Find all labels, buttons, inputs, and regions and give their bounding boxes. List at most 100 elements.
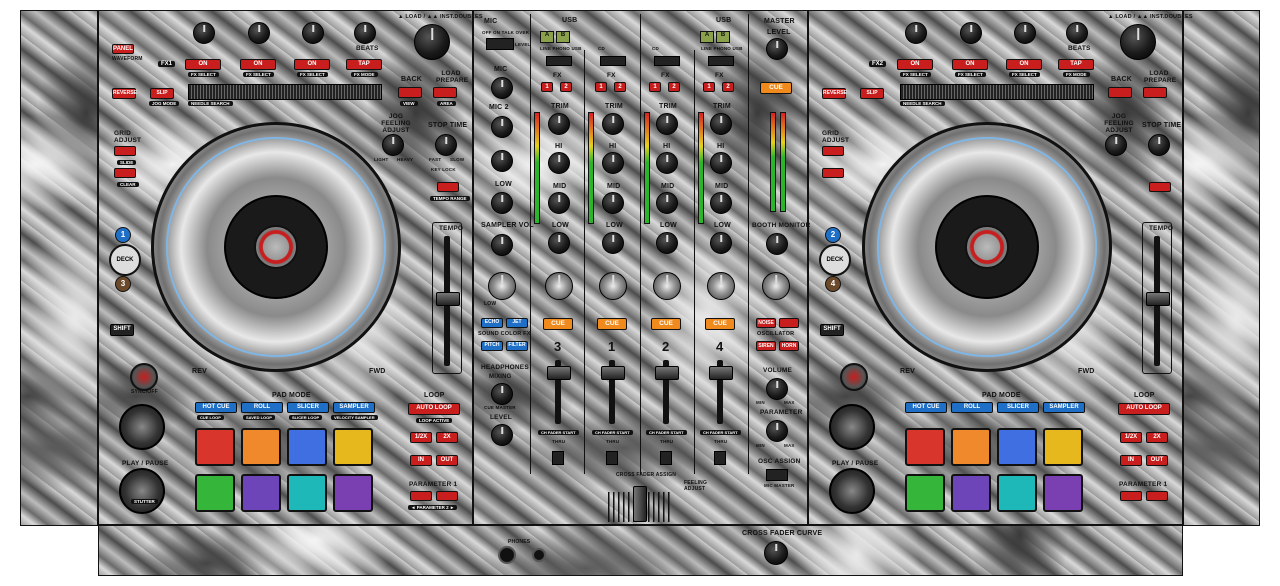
- pad-7[interactable]: [287, 474, 327, 512]
- jet-button[interactable]: JET: [506, 318, 528, 328]
- filter-button[interactable]: FILTER: [506, 341, 528, 351]
- shift-button-right[interactable]: SHIFT: [820, 324, 844, 336]
- mic-low-knob[interactable]: [491, 192, 513, 214]
- grid-adjust-button-right[interactable]: [822, 146, 844, 156]
- jog-feeling-knob-right[interactable]: [1105, 134, 1127, 156]
- ch3-cue-button[interactable]: CUE: [543, 318, 573, 330]
- fx1-on-button-3[interactable]: ON: [294, 59, 330, 70]
- ch1-hi-knob[interactable]: [602, 152, 624, 174]
- parameter-knob[interactable]: [766, 420, 788, 442]
- headphones-mixing-knob[interactable]: [491, 383, 513, 405]
- pad-5[interactable]: [195, 474, 235, 512]
- pad-r1[interactable]: [905, 428, 945, 466]
- ch4-fader-cap[interactable]: [709, 366, 733, 380]
- ch1-trim-knob[interactable]: [602, 113, 624, 135]
- fx2-on-button-3[interactable]: ON: [1006, 59, 1042, 70]
- deck-button[interactable]: DECK: [109, 244, 141, 276]
- ch4-fx2-button[interactable]: 2: [722, 82, 734, 92]
- roll-button[interactable]: ROLL: [241, 402, 283, 413]
- fx2-knob-1[interactable]: [905, 22, 927, 44]
- beats-knob-right[interactable]: [1066, 22, 1088, 44]
- horn-button[interactable]: HORN: [779, 341, 799, 351]
- needle-search-strip-right[interactable]: [900, 84, 1094, 100]
- fx1-on-button-1[interactable]: ON: [185, 59, 221, 70]
- input-switch-3[interactable]: [654, 56, 680, 66]
- sampler-button-right[interactable]: SAMPLER: [1043, 402, 1085, 413]
- headphones-level-knob[interactable]: [491, 424, 513, 446]
- pitch-button[interactable]: PITCH: [481, 341, 503, 351]
- siren-button[interactable]: SIREN: [756, 341, 776, 351]
- grid-adjust-button[interactable]: [114, 146, 136, 156]
- fx2-knob-2[interactable]: [960, 22, 982, 44]
- ch4-assign-switch[interactable]: [714, 451, 726, 465]
- hot-cue-button-right[interactable]: HOT CUE: [905, 402, 947, 413]
- back-button-right[interactable]: [1108, 87, 1132, 98]
- ch3-trim-knob[interactable]: [548, 113, 570, 135]
- double-loop-button-right[interactable]: 2X: [1146, 432, 1168, 443]
- mic-hi-knob[interactable]: [491, 150, 513, 172]
- fx2-knob-3[interactable]: [1014, 22, 1036, 44]
- browse-knob-right[interactable]: [1120, 24, 1156, 60]
- shift-button-left[interactable]: SHIFT: [110, 324, 134, 336]
- pad-r7[interactable]: [997, 474, 1037, 512]
- load-prepare-button-right[interactable]: [1143, 87, 1167, 98]
- slip-button-right[interactable]: SLIP: [860, 88, 884, 99]
- ch1-fx2-button[interactable]: 2: [614, 82, 626, 92]
- input-switch-1[interactable]: [546, 56, 572, 66]
- fx1-knob-1[interactable]: [193, 22, 215, 44]
- ch2-trim-knob[interactable]: [656, 113, 678, 135]
- ch3-hi-knob[interactable]: [548, 152, 570, 174]
- ch1-assign-switch[interactable]: [606, 451, 618, 465]
- half-loop-button-right[interactable]: 1/2X: [1120, 432, 1142, 443]
- crossfader-cap[interactable]: [633, 486, 647, 522]
- grid-slide-button[interactable]: [114, 168, 136, 178]
- ch1-mid-knob[interactable]: [602, 192, 624, 214]
- pad-1[interactable]: [195, 428, 235, 466]
- pad-r8[interactable]: [1043, 474, 1083, 512]
- fx1-knob-3[interactable]: [302, 22, 324, 44]
- sampler-button[interactable]: SAMPLER: [333, 402, 375, 413]
- master-filter-knob[interactable]: [762, 272, 790, 300]
- echo-button[interactable]: ECHO: [481, 318, 503, 328]
- ch3-fx1-button[interactable]: 1: [541, 82, 553, 92]
- double-loop-button[interactable]: 2X: [436, 432, 458, 443]
- pad-4[interactable]: [333, 428, 373, 466]
- stop-time-knob-right[interactable]: [1148, 134, 1170, 156]
- ch1-fader-cap[interactable]: [601, 366, 625, 380]
- pad-r6[interactable]: [951, 474, 991, 512]
- parameter-left-button[interactable]: [410, 491, 432, 501]
- half-loop-button[interactable]: 1/2X: [410, 432, 432, 443]
- parameter-right-button[interactable]: [436, 491, 458, 501]
- fx2-on-button-1[interactable]: ON: [897, 59, 933, 70]
- mic-knob[interactable]: [491, 77, 513, 99]
- play-pause-button-right[interactable]: [829, 468, 875, 514]
- reverse-button-right[interactable]: REVERSE: [822, 88, 847, 99]
- slip-button[interactable]: SLIP: [150, 88, 174, 99]
- sync-button[interactable]: [130, 363, 158, 391]
- ch2-low-knob[interactable]: [656, 232, 678, 254]
- pad-6[interactable]: [241, 474, 281, 512]
- noise-button[interactable]: NOISE: [756, 318, 776, 328]
- input-switch-2[interactable]: [600, 56, 626, 66]
- auto-loop-button[interactable]: AUTO LOOP: [408, 403, 460, 415]
- play-pause-button[interactable]: [119, 468, 165, 514]
- ch3-mid-knob[interactable]: [548, 192, 570, 214]
- ch2-fx2-button[interactable]: 2: [668, 82, 680, 92]
- ch2-color-knob[interactable]: [653, 272, 681, 300]
- ch2-fader-cap[interactable]: [655, 366, 679, 380]
- tap-button[interactable]: TAP: [346, 59, 382, 70]
- tempo-range-button[interactable]: [437, 182, 459, 192]
- ch4-fx1-button[interactable]: 1: [703, 82, 715, 92]
- pad-r5[interactable]: [905, 474, 945, 512]
- ch1-cue-button[interactable]: CUE: [597, 318, 627, 330]
- ch2-hi-knob[interactable]: [656, 152, 678, 174]
- reverse-button[interactable]: REVERSE: [112, 88, 137, 99]
- ch1-color-knob[interactable]: [599, 272, 627, 300]
- fx2-on-button-2[interactable]: ON: [952, 59, 988, 70]
- ch4-cue-button[interactable]: CUE: [705, 318, 735, 330]
- loop-in-button-right[interactable]: IN: [1120, 455, 1142, 466]
- ch2-fx1-button[interactable]: 1: [649, 82, 661, 92]
- fx1-knob-2[interactable]: [248, 22, 270, 44]
- slicer-button-right[interactable]: SLICER: [997, 402, 1039, 413]
- cue-button-left[interactable]: [119, 404, 165, 450]
